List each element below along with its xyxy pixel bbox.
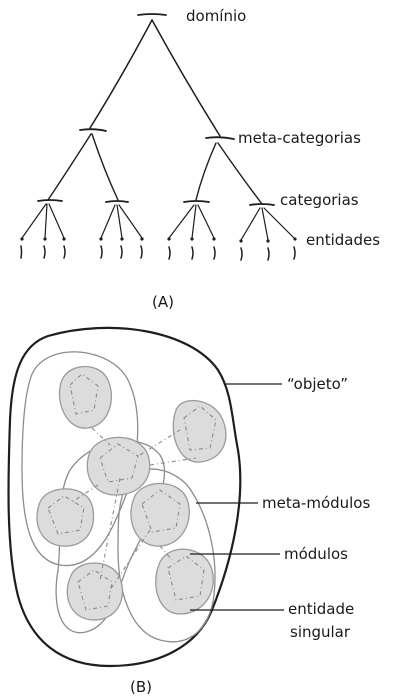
- domain-branch-right: [152, 20, 220, 136]
- meta-node-right-mark: [206, 137, 234, 139]
- category-node-1-mark: [38, 200, 62, 201]
- label-domain: domínio: [186, 7, 246, 25]
- label-single-entity-line2: singular: [290, 623, 351, 641]
- label-entities: entidades: [306, 231, 380, 249]
- module-7: [156, 549, 214, 614]
- label-meta-categories: meta-categorias: [238, 129, 361, 147]
- domain-branch-left: [90, 20, 152, 128]
- module-4: [37, 489, 94, 546]
- panel-a-tree: domínio meta-categorias categorias entid…: [20, 7, 380, 311]
- caption-b: (B): [130, 678, 152, 696]
- entity-dots: [20, 237, 296, 242]
- caption-a: (A): [152, 293, 174, 311]
- branch-meta-right-a: [196, 143, 216, 200]
- module-5: [131, 483, 189, 546]
- module-1: [60, 367, 112, 429]
- category-node-3-mark: [184, 201, 209, 202]
- label-modules: módulos: [284, 545, 348, 563]
- branch-meta-right-b: [218, 143, 262, 204]
- branch-meta-left-a: [48, 134, 91, 200]
- entity-strokes: [21, 246, 295, 260]
- meta-node-left-mark: [80, 129, 106, 131]
- branch-meta-left-b: [92, 134, 118, 200]
- label-single-entity-line1: entidade: [288, 600, 354, 618]
- category-edges: [22, 204, 294, 240]
- label-categories: categorias: [280, 191, 359, 209]
- module-6: [67, 563, 122, 620]
- label-object: “objeto”: [287, 375, 348, 393]
- domain-node-mark: [138, 14, 166, 15]
- label-meta-modules: meta-módulos: [262, 494, 370, 512]
- category-node-2-mark: [106, 201, 128, 202]
- panel-b-modules: “objeto” meta-módulos módulos entidade s…: [8, 328, 370, 696]
- category-node-4-mark: [250, 204, 274, 205]
- module-3: [173, 401, 226, 463]
